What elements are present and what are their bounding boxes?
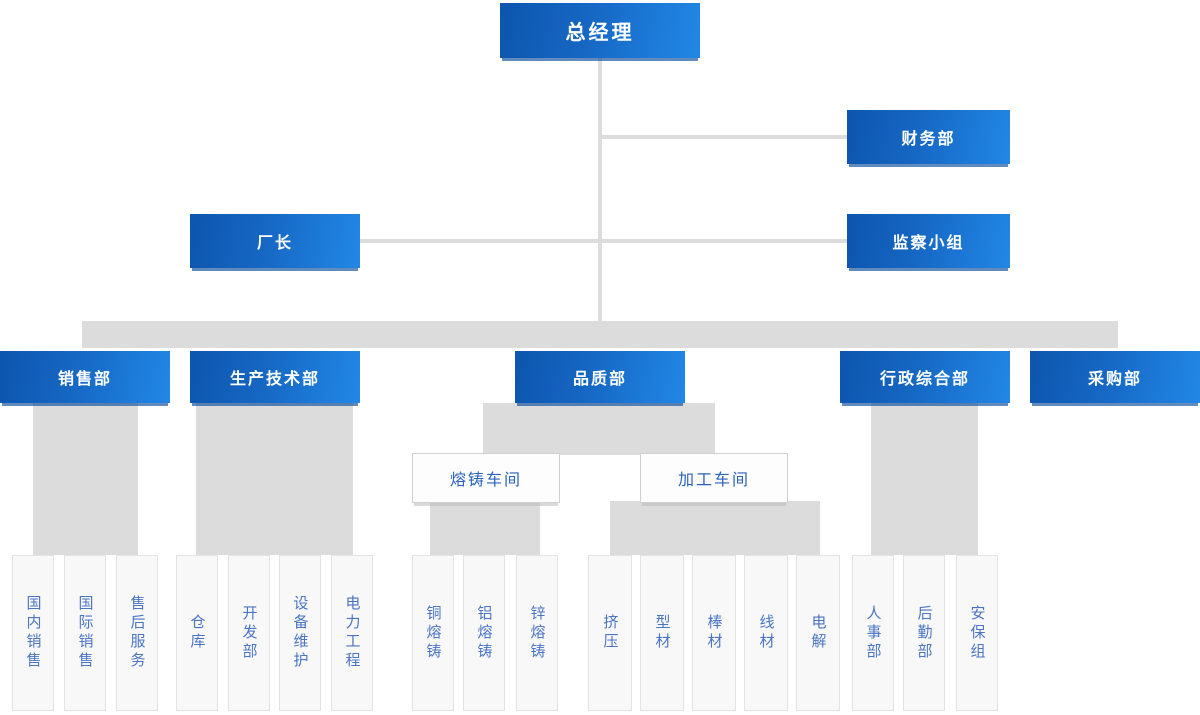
node-dept-admin: 行政综合部 (840, 351, 1010, 403)
node-unit-extrusion: 挤压 (588, 555, 632, 711)
node-dept-sales: 销售部 (0, 351, 170, 403)
node-unit-logistics-dept: 后勤部 (903, 555, 945, 711)
node-unit-aluminum-casting: 铝熔铸 (463, 555, 505, 711)
unit-label: 铝熔铸 (475, 604, 493, 662)
unit-label: 型材 (653, 614, 671, 652)
connector-sales-block (33, 403, 138, 555)
unit-label: 挤压 (601, 614, 619, 652)
node-unit-profile-material: 型材 (640, 555, 684, 711)
connector-trunk-line (598, 57, 602, 321)
node-unit-equipment-maintenance: 设备维护 (279, 555, 321, 711)
node-workshop-processing: 加工车间 (640, 453, 788, 503)
unit-label: 国内销售 (24, 595, 42, 671)
node-dept-purchasing: 采购部 (1030, 351, 1200, 403)
node-dept-production-tech: 生产技术部 (190, 351, 360, 403)
node-unit-electrolysis: 电解 (796, 555, 840, 711)
node-general-manager: 总经理 (500, 3, 700, 58)
unit-label: 棒材 (705, 614, 723, 652)
node-unit-after-sales-service: 售后服务 (116, 555, 158, 711)
unit-label: 开发部 (240, 604, 258, 662)
connector-quality-block (483, 403, 715, 455)
node-unit-security-group: 安保组 (956, 555, 998, 711)
unit-label: 铜熔铸 (424, 604, 442, 662)
node-unit-copper-casting: 铜熔铸 (412, 555, 454, 711)
connector-main-bar (82, 321, 1118, 348)
unit-label: 设备维护 (291, 595, 309, 671)
connector-admin-block (871, 403, 978, 555)
node-factory-director: 厂长 (190, 214, 360, 268)
connector-processing-block (610, 501, 820, 555)
node-unit-wire-material: 线材 (744, 555, 788, 711)
node-unit-hr-dept: 人事部 (852, 555, 894, 711)
unit-label: 电力工程 (343, 595, 361, 671)
node-unit-bar-material: 棒材 (692, 555, 736, 711)
unit-label: 锌熔铸 (528, 604, 546, 662)
node-unit-warehouse: 仓库 (176, 555, 218, 711)
unit-label: 售后服务 (128, 595, 146, 671)
unit-label: 仓库 (188, 614, 206, 652)
connector-finance-line (600, 135, 847, 139)
connector-production-block (196, 403, 353, 555)
unit-label: 电解 (809, 614, 827, 652)
node-dept-quality: 品质部 (515, 351, 685, 403)
node-workshop-melting: 熔铸车间 (412, 453, 560, 503)
unit-label: 国际销售 (76, 595, 94, 671)
node-unit-zinc-casting: 锌熔铸 (516, 555, 558, 711)
unit-label: 后勤部 (915, 604, 933, 662)
unit-label: 线材 (757, 614, 775, 652)
connector-melting-block (430, 501, 540, 555)
connector-factory-supervision-line (360, 239, 847, 243)
node-unit-domestic-sales: 国内销售 (12, 555, 54, 711)
node-unit-development-dept: 开发部 (228, 555, 270, 711)
node-unit-power-engineering: 电力工程 (331, 555, 373, 711)
node-supervision-group: 监察小组 (847, 214, 1010, 268)
unit-label: 安保组 (968, 604, 986, 662)
node-unit-international-sales: 国际销售 (64, 555, 106, 711)
node-finance-dept: 财务部 (847, 110, 1010, 164)
unit-label: 人事部 (864, 604, 882, 662)
